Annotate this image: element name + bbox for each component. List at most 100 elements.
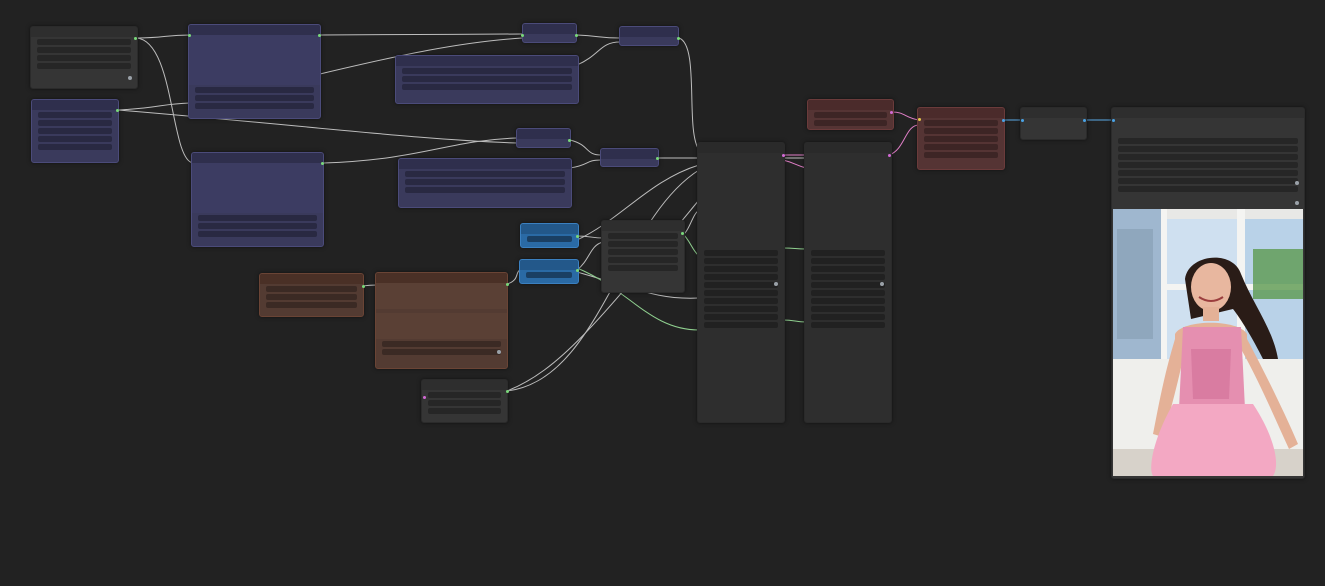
node-widget[interactable] [1118, 154, 1298, 160]
node-text-encode-positive[interactable] [188, 24, 321, 119]
node-text-encode-negative[interactable] [191, 152, 324, 247]
node-header[interactable] [520, 260, 578, 270]
node-widget[interactable] [37, 63, 131, 69]
node-widget[interactable] [405, 187, 565, 193]
node-widget[interactable] [704, 250, 778, 256]
node-small-mid-2[interactable] [600, 148, 659, 167]
node-header[interactable] [376, 273, 507, 283]
node-widget[interactable] [704, 290, 778, 296]
node-header[interactable] [698, 143, 784, 153]
output-slot[interactable] [890, 111, 893, 114]
node-widget[interactable] [608, 265, 678, 271]
node-widget[interactable] [266, 302, 357, 308]
node-widget[interactable] [924, 136, 998, 142]
node-widget[interactable] [1118, 186, 1298, 192]
node-widget[interactable] [704, 322, 778, 328]
node-widget[interactable] [811, 250, 885, 256]
node-widget[interactable] [814, 120, 887, 126]
output-slot[interactable] [321, 162, 324, 165]
node-widget[interactable] [1118, 170, 1298, 176]
node-widget[interactable] [608, 233, 678, 239]
node-header[interactable] [918, 108, 1004, 118]
node-header[interactable] [602, 221, 684, 231]
node-widget[interactable] [405, 171, 565, 177]
node-text-area[interactable] [192, 163, 323, 213]
node-brown-small[interactable] [259, 273, 364, 317]
node-widget[interactable] [704, 282, 778, 288]
node-widget[interactable] [704, 306, 778, 312]
output-slot[interactable] [656, 157, 659, 160]
node-header[interactable] [399, 159, 571, 169]
node-header[interactable] [521, 224, 578, 234]
node-header[interactable] [620, 27, 678, 37]
node-widget[interactable] [608, 257, 678, 263]
node-header[interactable] [808, 100, 893, 110]
node-widget[interactable] [402, 76, 572, 82]
input-slot[interactable] [521, 34, 524, 37]
node-conditioning-top[interactable] [395, 55, 579, 104]
node-header[interactable] [517, 129, 570, 139]
node-widget[interactable] [428, 392, 501, 398]
node-header[interactable] [1021, 108, 1086, 118]
node-widget[interactable] [402, 84, 572, 90]
node-widget[interactable] [1118, 178, 1298, 184]
widget-handle[interactable] [880, 282, 884, 286]
node-red-small[interactable] [807, 99, 894, 130]
node-widget[interactable] [405, 179, 565, 185]
output-slot[interactable] [888, 154, 891, 157]
node-widget[interactable] [1118, 146, 1298, 152]
node-vae-decode[interactable] [917, 107, 1005, 170]
input-slot[interactable] [918, 118, 921, 121]
node-widget[interactable] [704, 258, 778, 264]
node-widget[interactable] [198, 223, 317, 229]
preview-image[interactable] [1113, 209, 1303, 476]
node-header[interactable] [1112, 108, 1304, 118]
node-widget[interactable] [814, 112, 887, 118]
node-header[interactable] [260, 274, 363, 284]
node-text-area[interactable] [376, 283, 507, 309]
node-widget[interactable] [38, 136, 112, 142]
node-widget[interactable] [38, 112, 112, 118]
node-widget[interactable] [266, 286, 357, 292]
node-widget[interactable] [195, 95, 314, 101]
node-small-top-1[interactable] [522, 23, 577, 43]
node-header[interactable] [192, 153, 323, 163]
node-widget[interactable] [37, 39, 131, 45]
node-gray-bottom[interactable] [421, 379, 508, 423]
node-lora-loader[interactable] [31, 99, 119, 163]
node-widget[interactable] [195, 103, 314, 109]
widget-handle[interactable] [1295, 181, 1299, 185]
output-slot[interactable] [1002, 119, 1005, 122]
output-slot[interactable] [506, 390, 509, 393]
node-widget[interactable] [526, 272, 572, 278]
node-widget[interactable] [924, 152, 998, 158]
node-widget[interactable] [608, 241, 678, 247]
node-widget[interactable] [1118, 138, 1298, 144]
node-widget[interactable] [704, 314, 778, 320]
output-slot[interactable] [568, 139, 571, 142]
node-header[interactable] [805, 143, 891, 153]
input-slot[interactable] [1112, 119, 1115, 122]
output-slot[interactable] [576, 235, 579, 238]
node-latent[interactable] [601, 220, 685, 293]
node-widget[interactable] [402, 68, 572, 74]
node-widget[interactable] [811, 290, 885, 296]
node-header[interactable] [422, 380, 507, 390]
node-widget[interactable] [527, 236, 572, 242]
output-slot[interactable] [576, 269, 579, 272]
node-widget[interactable] [811, 282, 885, 288]
node-widget[interactable] [382, 349, 501, 355]
node-widget[interactable] [266, 294, 357, 300]
node-text-area[interactable] [189, 35, 320, 85]
node-header[interactable] [31, 27, 137, 37]
node-widget[interactable] [924, 128, 998, 134]
node-widget[interactable] [704, 266, 778, 272]
output-slot[interactable] [575, 34, 578, 37]
output-slot[interactable] [506, 283, 509, 286]
node-widget[interactable] [198, 231, 317, 237]
node-widget[interactable] [37, 47, 131, 53]
input-slot[interactable] [1021, 119, 1024, 122]
node-widget[interactable] [924, 144, 998, 150]
node-widget[interactable] [811, 274, 885, 280]
widget-handle[interactable] [1295, 201, 1299, 205]
